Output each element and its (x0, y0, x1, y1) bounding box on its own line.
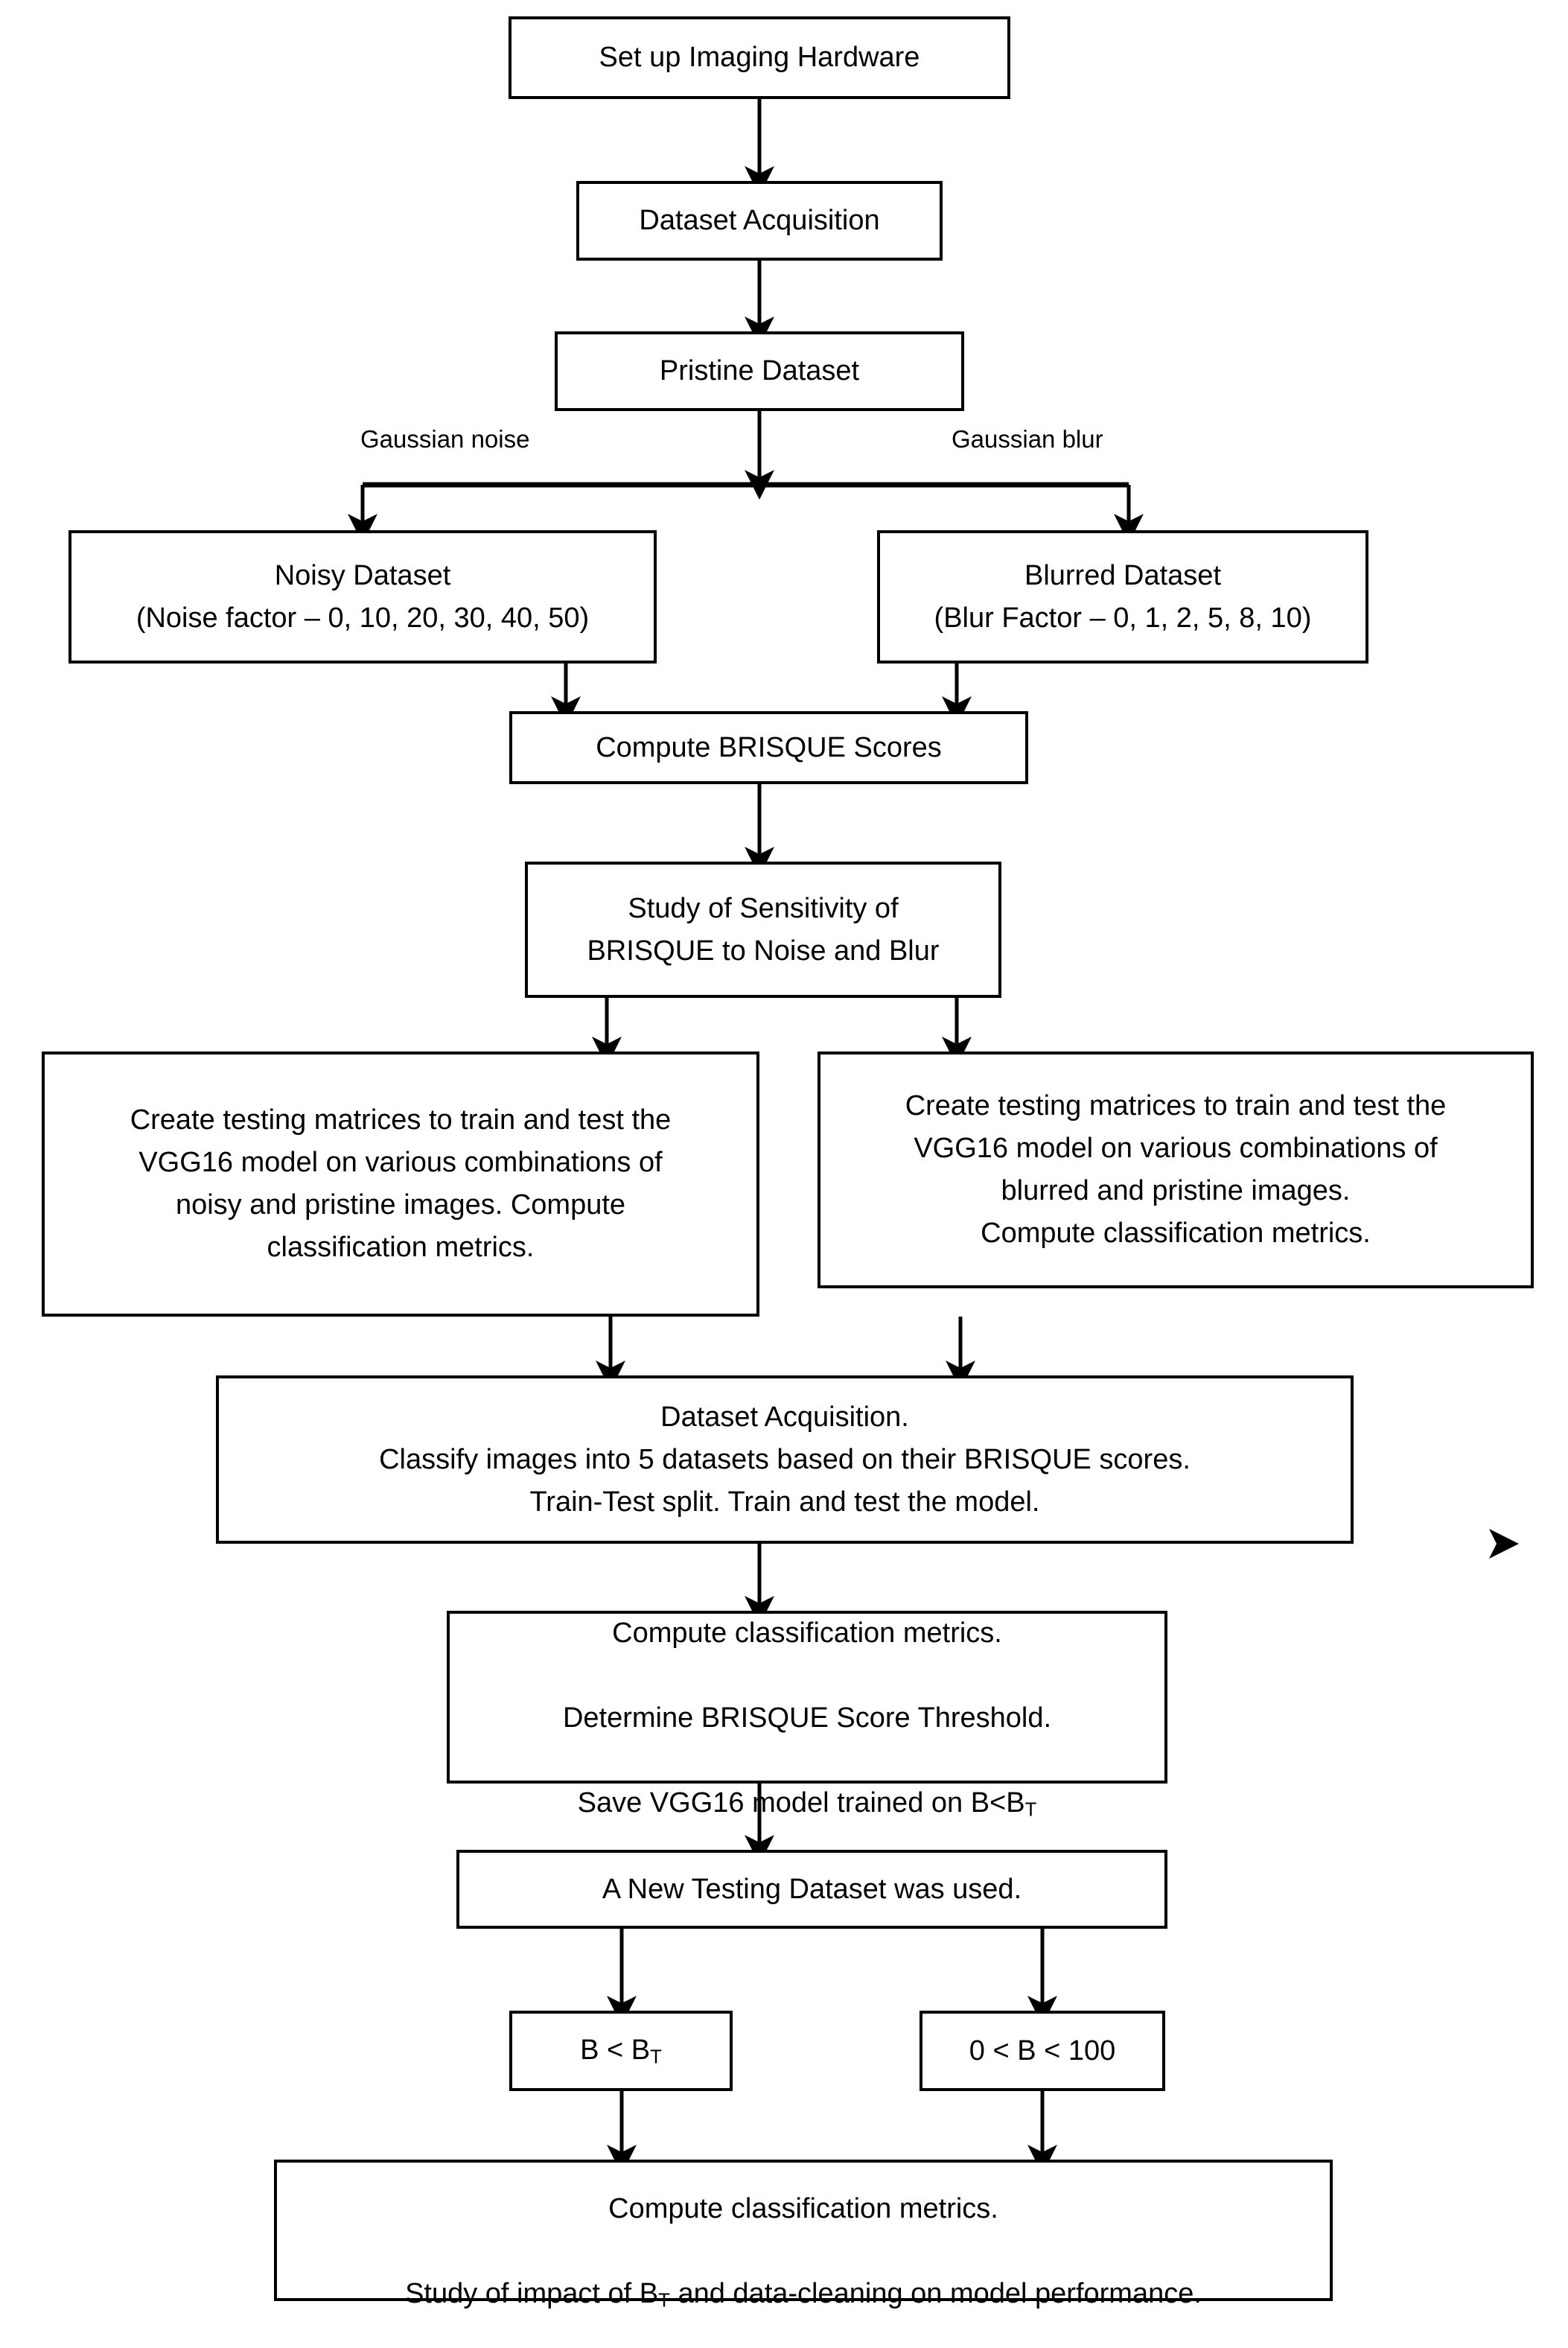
metrics-line-2: Determine BRISQUE Score Threshold. (562, 1702, 1052, 1734)
node-setup-imaging-hardware[interactable]: Set up Imaging Hardware (509, 16, 1010, 99)
node-blurred-dataset[interactable]: Blurred Dataset (Blur Factor – 0, 1, 2, … (877, 530, 1368, 664)
node-label-multiline: Compute classification metrics. Study of… (277, 2145, 1330, 2315)
node-branch-b-range[interactable]: 0 < B < 100 (920, 2011, 1165, 2091)
node-matrices-noisy[interactable]: Create testing matrices to train and tes… (42, 1051, 759, 1317)
node-compute-brisque-scores[interactable]: Compute BRISQUE Scores (509, 711, 1028, 784)
node-label: Dataset Acquisition (639, 205, 880, 236)
branch-label-text: B < B (580, 2034, 651, 2067)
node-label: Study of Sensitivity of BRISQUE to Noise… (587, 892, 940, 967)
node-matrices-blurred[interactable]: Create testing matrices to train and tes… (818, 1051, 1534, 1288)
node-label: Create testing matrices to train and tes… (130, 1104, 672, 1263)
node-label: Dataset Acquisition. Classify images int… (379, 1401, 1191, 1518)
node-label: Set up Imaging Hardware (599, 42, 920, 73)
metrics-line-3: Save VGG16 model trained on B<BT (577, 1787, 1037, 1821)
node-label: Noisy Dataset (Noise factor – 0, 10, 20,… (136, 559, 590, 634)
node-label: Compute BRISQUE Scores (596, 731, 942, 763)
node-label-multiline: Compute classification metrics. Determin… (450, 1570, 1164, 1824)
node-label: Pristine Dataset (659, 355, 860, 386)
node-acquisition-classify[interactable]: Dataset Acquisition. Classify images int… (216, 1375, 1354, 1544)
node-label: B < BT (512, 2029, 730, 2072)
node-label: Create testing matrices to train and tes… (905, 1090, 1447, 1249)
node-new-testing-dataset[interactable]: A New Testing Dataset was used. (456, 1850, 1167, 1929)
metrics-line-1: Compute classification metrics. (612, 1617, 1002, 1649)
node-sensitivity-study[interactable]: Study of Sensitivity of BRISQUE to Noise… (525, 862, 1001, 998)
node-label: A New Testing Dataset was used. (602, 1873, 1022, 1905)
node-branch-b-less-than-bt[interactable]: B < BT (509, 2011, 733, 2091)
node-pristine-dataset[interactable]: Pristine Dataset (555, 331, 964, 411)
node-label: 0 < B < 100 (969, 2034, 1116, 2067)
subscript-t: T (1024, 1799, 1037, 1821)
final-line-2: Study of impact of BT and data-cleaning … (405, 2277, 1202, 2312)
node-label: Blurred Dataset (Blur Factor – 0, 1, 2, … (934, 559, 1312, 634)
node-metrics-threshold[interactable]: Compute classification metrics. Determin… (447, 1611, 1167, 1820)
final-line-2-post: and data-cleaning on model performance. (669, 2277, 1202, 2309)
node-noisy-dataset[interactable]: Noisy Dataset (Noise factor – 0, 10, 20,… (68, 530, 657, 664)
final-line-2-pre: Study of impact of B (405, 2277, 659, 2309)
subscript-t: T (650, 2046, 662, 2068)
subscript-t: T (658, 2290, 670, 2312)
edge-label-gaussian-blur: Gaussian blur (952, 425, 1103, 453)
edge-label-gaussian-noise: Gaussian noise (360, 425, 530, 453)
node-dataset-acquisition[interactable]: Dataset Acquisition (576, 181, 943, 261)
metrics-line-3-text: Save VGG16 model trained on B<B (577, 1787, 1025, 1819)
node-final-metrics[interactable]: Compute classification metrics. Study of… (274, 2160, 1333, 2311)
final-line-1: Compute classification metrics. (608, 2192, 998, 2224)
